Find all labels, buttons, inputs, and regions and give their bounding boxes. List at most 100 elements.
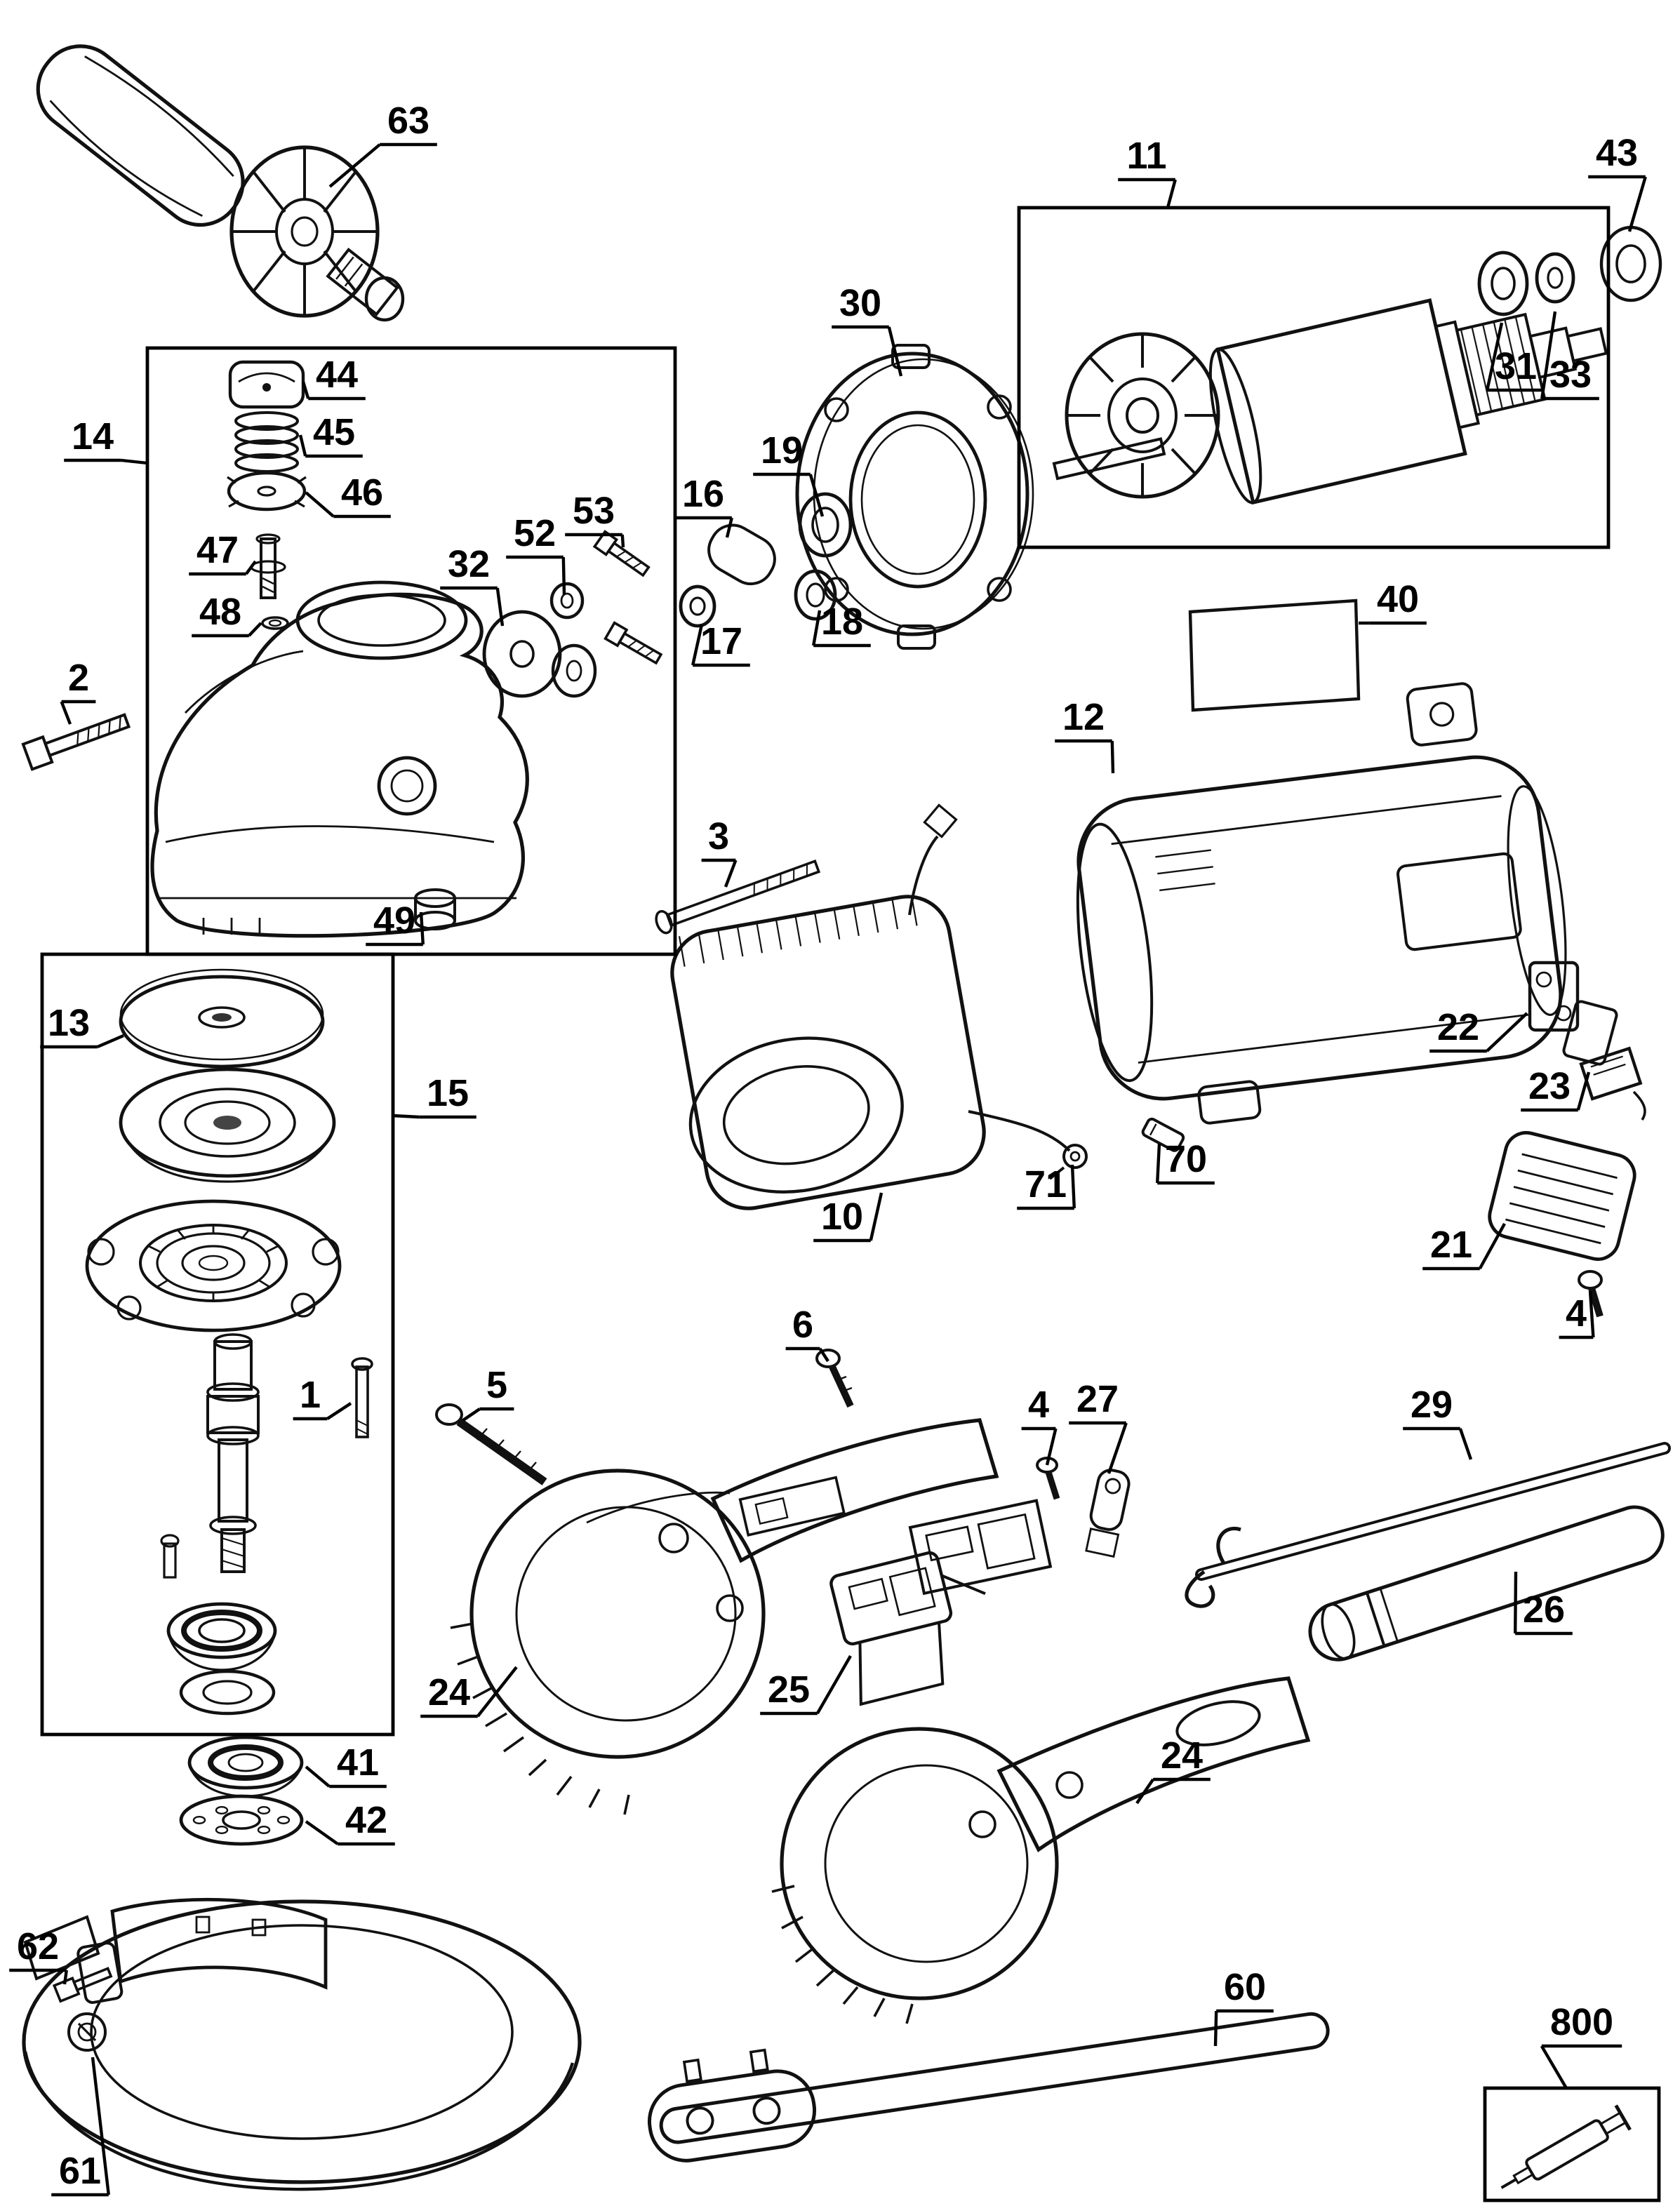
callout-label-33: 33 <box>1549 354 1592 396</box>
callout-14: 14 <box>64 415 148 465</box>
callout-label-800: 800 <box>1550 2001 1613 2043</box>
callout-61: 61 <box>51 2057 110 2197</box>
callout-leader-4 <box>1588 1290 1595 1338</box>
callout-leader-29 <box>1458 1428 1473 1460</box>
callout-24: 24 <box>420 1666 518 1718</box>
callout-33: 33 <box>1540 311 1599 401</box>
callout-21: 21 <box>1422 1222 1506 1271</box>
part-wheel-guard <box>22 1897 582 2191</box>
callout-24: 24 <box>1135 1734 1211 1805</box>
callout-label-4: 4 <box>1028 1384 1049 1426</box>
part-nameplate-40 <box>1188 599 1361 712</box>
callout-label-10: 10 <box>821 1196 863 1238</box>
callout-label-42: 42 <box>345 1799 387 1841</box>
callout-leader-46 <box>305 491 335 518</box>
callout-leader-14 <box>121 458 148 465</box>
callout-label-49: 49 <box>373 900 415 942</box>
callout-label-46: 46 <box>341 472 383 514</box>
callout-leader-10 <box>869 1192 884 1241</box>
part-bearing-31 <box>1477 250 1529 316</box>
callout-label-40: 40 <box>1377 578 1419 620</box>
part-flange-42 <box>179 1794 304 1846</box>
part-switch-block <box>908 1499 1053 1596</box>
callout-label-25: 25 <box>768 1669 810 1711</box>
callout-4: 4 <box>1559 1290 1595 1339</box>
callout-label-14: 14 <box>72 415 114 457</box>
callout-800: 800 <box>1540 2001 1622 2090</box>
part-washer-33 <box>1535 252 1575 304</box>
callout-leader-13 <box>96 1034 124 1049</box>
callout-70: 70 <box>1156 1138 1215 1185</box>
callout-label-62: 62 <box>17 1925 59 1967</box>
callout-label-1: 1 <box>300 1374 321 1416</box>
part-carbon-brush-23 <box>1579 1046 1646 1121</box>
callout-label-6: 6 <box>792 1304 813 1346</box>
callout-40: 40 <box>1359 578 1427 625</box>
callout-label-70: 70 <box>1165 1138 1207 1180</box>
callout-leader-60 <box>1213 2010 1218 2047</box>
callout-label-26: 26 <box>1523 1589 1565 1631</box>
callout-label-32: 32 <box>448 543 490 585</box>
part-handle-housing-left-24 <box>450 1418 999 1815</box>
callout-leader-18 <box>812 610 822 646</box>
part-washer-48 <box>261 616 289 630</box>
callout-label-27: 27 <box>1076 1378 1119 1420</box>
callout-46: 46 <box>305 472 391 519</box>
callout-leader-70 <box>1156 1143 1161 1184</box>
callout-label-24: 24 <box>1161 1734 1203 1777</box>
callout-leader-63 <box>328 143 381 188</box>
callout-22: 22 <box>1429 1006 1528 1053</box>
callout-11: 11 <box>1118 135 1177 208</box>
part-clamp-washer-61 <box>67 2012 107 2052</box>
part-brush-holder-22 <box>1528 961 1618 1066</box>
callout-label-31: 31 <box>1495 345 1537 387</box>
part-screws-53 <box>592 530 663 665</box>
callout-leader-42 <box>305 1820 339 1845</box>
callout-label-45: 45 <box>313 411 355 453</box>
callout-leader-22 <box>1486 1012 1528 1052</box>
callout-label-3: 3 <box>708 815 729 857</box>
callout-3: 3 <box>701 815 738 888</box>
callout-17: 17 <box>691 620 750 667</box>
group-box-15 <box>40 952 395 1737</box>
part-switch-assembly-25 <box>829 1551 986 1706</box>
callout-label-16: 16 <box>682 473 724 515</box>
callout-4: 4 <box>1021 1384 1058 1466</box>
callout-leader-43 <box>1627 176 1647 232</box>
callout-16: 16 <box>674 473 733 538</box>
part-screw-1 <box>351 1357 373 1438</box>
callout-leader-24 <box>1135 1778 1155 1805</box>
part-screw-5 <box>435 1403 547 1485</box>
part-spindle-47 <box>250 533 286 599</box>
callout-5: 5 <box>462 1364 514 1422</box>
callout-leader-27 <box>1107 1422 1128 1474</box>
part-washer-52 <box>549 582 585 620</box>
callout-leader-1 <box>326 1402 352 1420</box>
callout-leader-17 <box>691 624 704 666</box>
callout-leader-26 <box>1514 1571 1518 1634</box>
callout-26: 26 <box>1514 1571 1573 1636</box>
part-inner-flange-30 <box>795 344 1034 650</box>
callout-label-30: 30 <box>839 282 881 324</box>
group-box-11 <box>1017 206 1611 549</box>
callout-label-61: 61 <box>59 2150 101 2192</box>
part-spindle-15c <box>206 1333 260 1573</box>
callout-label-11: 11 <box>1126 135 1166 177</box>
part-washer-18 <box>794 569 837 621</box>
callout-10: 10 <box>813 1192 884 1243</box>
callout-leader-31 <box>1486 322 1504 391</box>
callout-27: 27 <box>1069 1378 1128 1474</box>
callout-leader-47 <box>245 560 257 575</box>
callout-leader-30 <box>887 326 903 377</box>
callout-label-4: 4 <box>1566 1292 1587 1335</box>
callout-42: 42 <box>305 1799 395 1846</box>
callout-label-41: 41 <box>337 1742 379 1784</box>
callout-leader-53 <box>620 534 625 548</box>
callout-25: 25 <box>760 1654 852 1716</box>
callout-60: 60 <box>1213 1966 1274 2047</box>
callout-29: 29 <box>1403 1384 1473 1460</box>
callout-label-2: 2 <box>68 657 89 699</box>
callout-label-13: 13 <box>48 1002 90 1044</box>
part-motor-housing-12 <box>1076 682 1567 1125</box>
part-flange-41 <box>187 1735 304 1798</box>
